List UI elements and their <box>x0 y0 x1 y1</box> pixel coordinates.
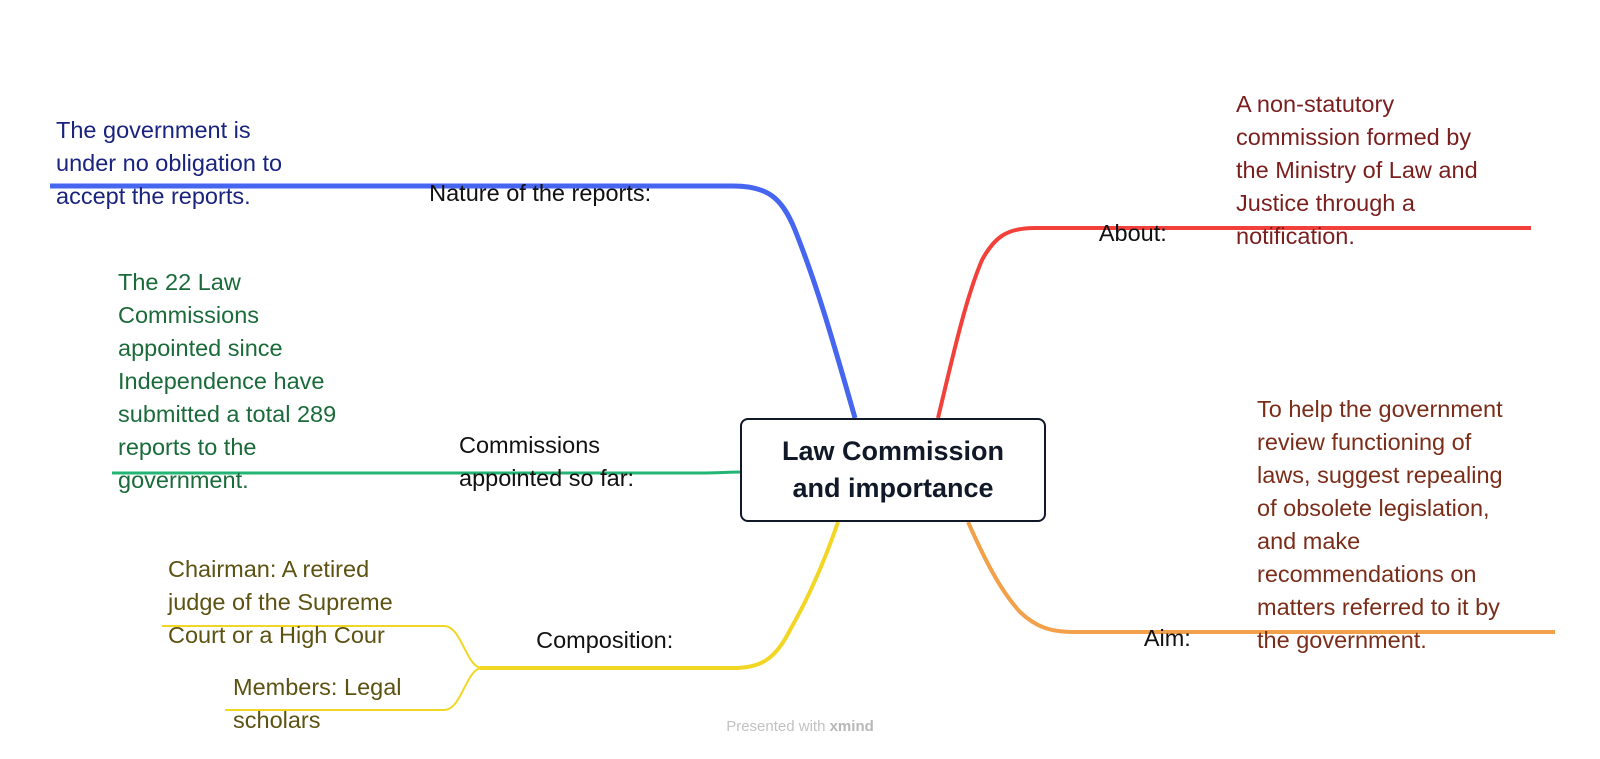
connector-aim <box>966 521 1555 634</box>
detail-nature[interactable]: The government is under no obligation to… <box>56 117 283 209</box>
connector-commissions <box>112 470 743 475</box>
branch-label-aim[interactable]: Aim: <box>1143 625 1191 651</box>
central-topic-label: Law Commission and importance <box>781 436 1005 503</box>
connector-about <box>936 226 1531 419</box>
detail-composition-members[interactable]: Members: Legal scholars <box>233 674 402 733</box>
connector-nature <box>50 183 858 419</box>
footer-prefix: Presented with <box>726 718 830 735</box>
detail-composition-chairman[interactable]: Chairman: A retired judge of the Supreme… <box>168 556 393 648</box>
branch-label-nature[interactable]: Nature of the reports: <box>429 180 652 206</box>
detail-commissions[interactable]: The 22 Law Commissions appointed since I… <box>118 269 337 493</box>
connector-composition-members <box>225 667 483 711</box>
detail-about[interactable]: A non-statutory commission formed by the… <box>1236 91 1478 249</box>
central-topic[interactable]: Law Commission and importance <box>740 418 1046 522</box>
xmind-logo: xmind <box>829 718 874 735</box>
connector-composition-chairman <box>162 625 483 669</box>
footer-credit: Presented with xmind <box>0 718 1600 735</box>
branch-label-commissions[interactable]: Commissions appointed so far: <box>459 432 635 491</box>
branch-label-composition[interactable]: Composition: <box>536 627 674 653</box>
detail-aim[interactable]: To help the government review functionin… <box>1257 396 1503 653</box>
connector-composition <box>480 521 840 670</box>
branch-label-about[interactable]: About: <box>1098 220 1167 246</box>
